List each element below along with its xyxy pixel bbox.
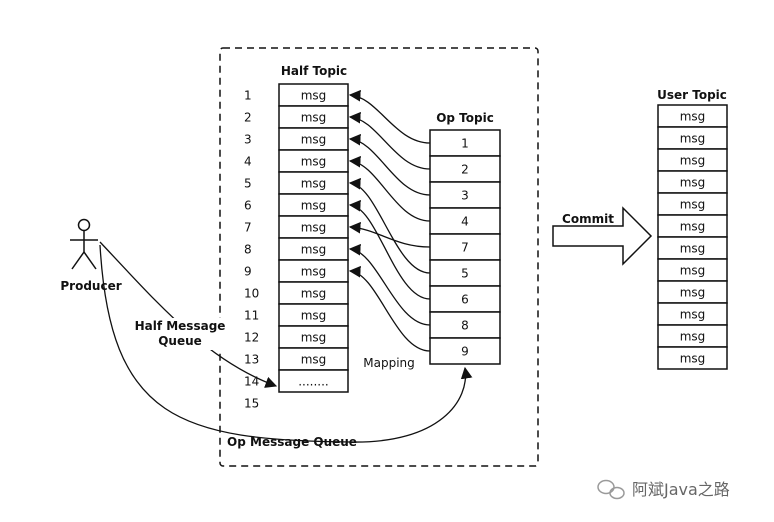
half-topic-row-number: 11 xyxy=(244,309,259,323)
op-topic-cell-text: 5 xyxy=(461,267,469,281)
user-topic-cell-text: msg xyxy=(680,132,706,146)
half-topic-row-number: 1 xyxy=(244,89,252,103)
user-topic-cell xyxy=(657,346,728,370)
op-topic-cell-text: 2 xyxy=(461,163,469,177)
mapping-link xyxy=(348,199,431,300)
op-topic-cell-text: 9 xyxy=(461,345,469,359)
mapping-link xyxy=(348,243,431,326)
user-topic-cell-text: msg xyxy=(680,264,706,278)
user-topic-cell-text: msg xyxy=(680,198,706,212)
half-topic-row-number: 9 xyxy=(244,265,252,279)
half-topic-cell-text: msg xyxy=(301,133,327,147)
wechat-icon xyxy=(597,479,625,500)
op-topic-cell xyxy=(429,181,501,209)
half-topic-row-number: 5 xyxy=(244,177,252,191)
mapping-link xyxy=(348,111,431,170)
half-topic-table: msg msg msg msg msg msg msg msg msg msg msg msg msg.… xyxy=(278,83,349,393)
half-topic-cell-text: msg xyxy=(301,155,327,169)
watermark: 阿斌Java之路 xyxy=(597,479,730,500)
half-topic-row-number: 7 xyxy=(244,221,252,235)
mapping-link xyxy=(348,89,431,144)
half-topic-cell-text: msg xyxy=(301,353,327,367)
op-message-queue-arrow xyxy=(99,244,473,443)
mapping-link xyxy=(348,221,431,248)
half-topic-cell-text: msg xyxy=(301,265,327,279)
half-topic-row-number: 10 xyxy=(244,287,259,301)
op-topic-cell xyxy=(429,233,501,261)
half-topic-cell-text: msg xyxy=(301,89,327,103)
user-topic-cell-text: msg xyxy=(680,176,706,190)
half-topic-row-number: 12 xyxy=(244,331,259,345)
op-topic-cell xyxy=(429,311,501,339)
user-topic-cell-text: msg xyxy=(680,242,706,256)
half-message-queue-label: Half Message xyxy=(135,319,226,333)
half-topic-row-number: 15 xyxy=(244,397,259,411)
op-message-queue-label: Op Message Queue xyxy=(227,435,357,449)
op-topic-cell xyxy=(429,129,501,157)
op-topic-cell-text: 6 xyxy=(461,293,469,307)
half-topic-cell-text: msg xyxy=(301,309,327,323)
half-topic-row-number: 13 xyxy=(244,353,259,367)
commit-arrow xyxy=(552,206,653,266)
half-topic-cell-text: msg xyxy=(301,243,327,257)
op-topic-cell-text: 3 xyxy=(461,189,469,203)
producer-icon xyxy=(70,218,98,270)
user-topic-cell-text: msg xyxy=(680,352,706,366)
half-topic-row-number: 3 xyxy=(244,133,252,147)
broker-boundary xyxy=(219,47,539,467)
mapping-label: Mapping xyxy=(363,356,415,370)
half-topic-cell-text: ........ xyxy=(298,375,329,389)
user-topic-table: msg msg msg msg msg msg msg msg msg msg msg msg xyxy=(657,104,728,370)
half-topic-row-number: 6 xyxy=(244,199,252,213)
user-topic-cell-text: msg xyxy=(680,110,706,124)
op-topic-title: Op Topic xyxy=(436,111,494,125)
half-topic-cell-text: msg xyxy=(301,331,327,345)
mapping-link xyxy=(348,265,431,352)
user-topic-cell-text: msg xyxy=(680,308,706,322)
op-topic-cell-text: 8 xyxy=(461,319,469,333)
user-topic-cell-text: msg xyxy=(680,330,706,344)
producer-label: Producer xyxy=(60,279,121,293)
op-topic-cell-text: 7 xyxy=(461,241,469,255)
half-topic-row-number: 14 xyxy=(244,375,259,389)
op-topic-cell xyxy=(429,337,501,365)
mapping-link xyxy=(348,133,431,196)
user-topic-cell-text: msg xyxy=(680,220,706,234)
watermark-text: 阿斌Java之路 xyxy=(632,480,730,499)
op-topic-cell xyxy=(429,285,501,313)
half-topic-cell-text: msg xyxy=(301,199,327,213)
half-topic-cell-text: msg xyxy=(301,177,327,191)
half-topic-cell xyxy=(278,369,349,393)
half-topic-row-number: 8 xyxy=(244,243,252,257)
mapping-links xyxy=(348,89,431,352)
half-topic-row-number: 4 xyxy=(244,155,252,169)
user-topic-cell-text: msg xyxy=(680,154,706,168)
half-topic-cell-text: msg xyxy=(301,221,327,235)
user-topic-cell-text: msg xyxy=(680,286,706,300)
user-topic-title: User Topic xyxy=(657,88,727,102)
mapping-link xyxy=(348,155,431,222)
half-topic-row-number: 2 xyxy=(244,111,252,125)
commit-label: Commit xyxy=(562,212,614,226)
op-topic-cell-text: 1 xyxy=(461,137,469,151)
op-topic-cell-text: 4 xyxy=(461,215,469,229)
op-topic-table: 1 2 3 4 7 5 6 8 9 xyxy=(429,129,501,365)
half-message-queue-label-2: Queue xyxy=(158,334,202,348)
half-topic-cell-text: msg xyxy=(301,111,327,125)
mapping-link xyxy=(348,177,431,274)
half-topic-cell-text: msg xyxy=(301,287,327,301)
half-topic-title: Half Topic xyxy=(281,64,347,78)
